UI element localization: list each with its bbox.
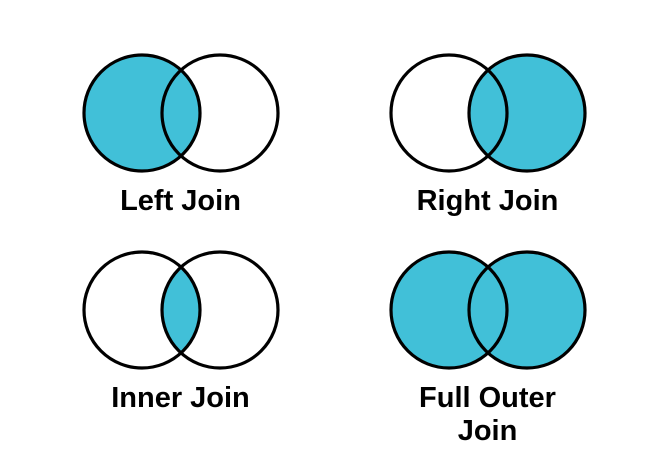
right-circle-outline: [466, 250, 587, 370]
join-card-right-join: Right Join: [334, 48, 641, 245]
left-circle-outline: [81, 250, 202, 370]
venn-diagram-full-outer-join: [388, 250, 587, 370]
join-label-left-join: Left Join: [120, 185, 241, 217]
left-circle-outline: [81, 53, 202, 173]
left-circle-outline: [388, 53, 509, 173]
venn-diagram-left-join: [81, 53, 280, 173]
join-label-inner-join: Inner Join: [111, 382, 250, 414]
right-circle-outline: [159, 53, 280, 173]
join-label-right-join: Right Join: [416, 185, 559, 217]
join-card-left-join: Left Join: [27, 48, 334, 245]
join-card-inner-join: Inner Join: [27, 245, 334, 449]
right-circle-outline: [466, 53, 587, 173]
venn-grid: Left Join Right Join: [27, 48, 641, 449]
join-label-full-outer-join: Full Outer Join: [419, 382, 556, 448]
join-card-full-outer-join: Full Outer Join: [334, 245, 641, 449]
venn-diagram-right-join: [388, 53, 587, 173]
venn-diagram-inner-join: [81, 250, 280, 370]
right-circle-outline: [159, 250, 280, 370]
left-circle-outline: [388, 250, 509, 370]
